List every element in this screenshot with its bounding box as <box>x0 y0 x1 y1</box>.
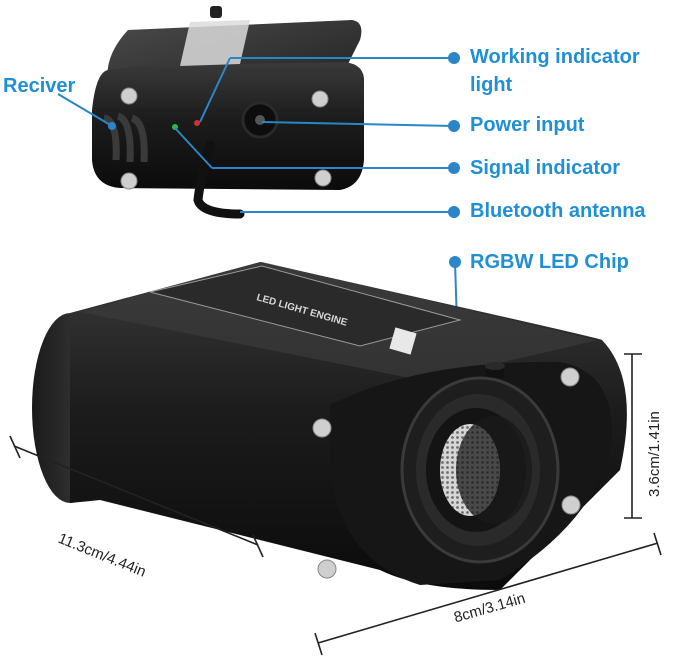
screw-icon <box>312 418 332 438</box>
screw-icon <box>317 559 337 579</box>
bottom-device: LED LIGHT ENGINE <box>32 262 627 590</box>
callout-power-input: Power input <box>470 114 585 136</box>
device-label-plate <box>149 265 462 347</box>
top-device-face <box>92 62 364 190</box>
callout-working-indicator-line2: light <box>470 74 513 96</box>
screw-icon <box>311 90 329 108</box>
screw-icon <box>560 367 580 387</box>
working-indicator-led <box>194 120 200 126</box>
callout-signal-indicator: Signal indicator <box>470 157 621 179</box>
callout-rgbw-led-chip: RGBW LED Chip <box>470 251 629 273</box>
receiver-coil <box>102 112 148 163</box>
screw-icon <box>120 87 138 105</box>
qr-code <box>389 327 417 355</box>
bluetooth-antenna <box>193 140 245 219</box>
callout-bluetooth-antenna: Bluetooth antenna <box>470 200 646 222</box>
led-lens-barrel <box>400 376 560 564</box>
screw-icon <box>314 169 332 187</box>
top-device-label <box>180 20 250 66</box>
dimension-lines <box>9 353 662 656</box>
callout-receiver: Reciver <box>3 75 76 97</box>
dimension-height: 3.6cm/1.41in <box>646 411 663 497</box>
callout-working-indicator-line1: Working indicator <box>470 46 640 68</box>
screw-icon <box>561 495 581 515</box>
top-device <box>92 6 364 219</box>
screw-icon <box>120 172 138 190</box>
